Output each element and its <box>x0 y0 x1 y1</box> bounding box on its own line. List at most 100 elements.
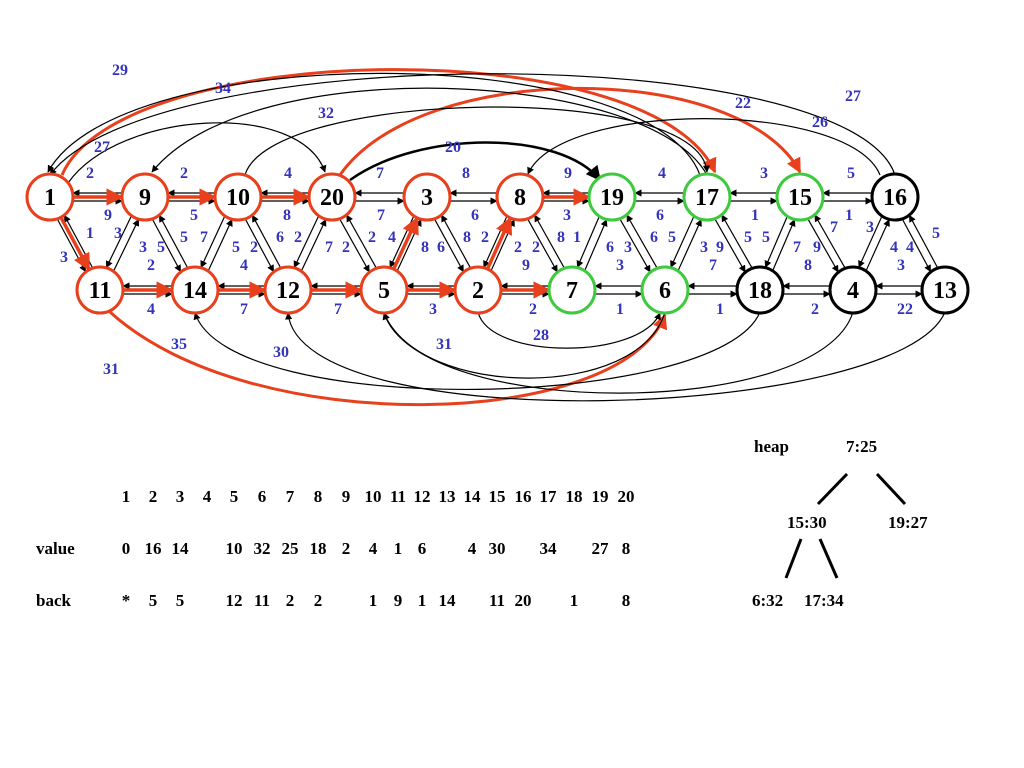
edge-weight-label: 5 <box>744 229 752 246</box>
edge-weight-label: 7 <box>377 207 385 224</box>
edge-weight-label: 26 <box>812 114 828 131</box>
edge-weight-label: 22 <box>897 301 913 318</box>
table-value-cell: 16 <box>145 539 162 558</box>
tree-edge <box>485 216 513 270</box>
edge-weight-label: 35 <box>171 336 187 353</box>
heap-node: 17:34 <box>804 591 844 610</box>
edge-weight-label: 1 <box>573 229 581 246</box>
graph-node-19 <box>587 172 637 222</box>
edge-weight-label: 30 <box>273 344 289 361</box>
table-index-cell: 19 <box>592 487 609 506</box>
edge-arrow <box>534 214 565 269</box>
table-back-cell: 2 <box>286 591 295 610</box>
heap-edge <box>816 472 849 506</box>
table-back-cell: 8 <box>622 591 631 610</box>
table-value-cell: 32 <box>254 539 271 558</box>
graph-node-13 <box>920 265 970 315</box>
table-index-cell: 4 <box>203 487 212 506</box>
graph-node-10 <box>213 172 263 222</box>
curved-edge <box>382 311 854 394</box>
edge-weight-label: 6 <box>276 229 284 246</box>
edge-weight-label: 2 <box>368 229 376 246</box>
edge-weight-label: 6 <box>606 239 614 256</box>
edge-weight-label: 1 <box>751 207 759 224</box>
edge-weight-label: 31 <box>436 336 452 353</box>
edge-arrow <box>346 214 377 269</box>
edge-arrow <box>251 214 282 269</box>
table-back-cell: 1 <box>570 591 579 610</box>
edge-arrow <box>807 218 839 273</box>
curved-edge <box>151 87 708 176</box>
edge-arrow <box>200 215 226 269</box>
table-value-cell: 25 <box>282 539 299 558</box>
table-index-cell: 7 <box>286 487 295 506</box>
back-row-label: back <box>36 591 72 610</box>
edge-weight-label: 31 <box>103 361 119 378</box>
graph-node-label: 19 <box>600 185 624 211</box>
table-back-cell: 1 <box>418 591 427 610</box>
edge-weight-label: 6 <box>650 229 658 246</box>
graph-node-20 <box>307 172 357 222</box>
edge-weight-label: 4 <box>284 165 292 182</box>
edge-arrow <box>300 218 327 272</box>
edge-arrow <box>670 216 695 269</box>
graph-node-7 <box>547 265 597 315</box>
edge-weight-label: 22 <box>735 95 751 112</box>
edge-arrow <box>677 218 702 271</box>
edge-weight-label: 5 <box>668 229 676 246</box>
table-index-cell: 20 <box>618 487 635 506</box>
edge-arrow <box>584 219 608 271</box>
graph-node-3 <box>402 172 452 222</box>
edge-weight-label: 7 <box>830 219 838 236</box>
graph-node-label: 11 <box>89 278 112 304</box>
curved-edge <box>338 86 802 176</box>
edge-arrow <box>339 218 370 273</box>
edge-weight-label: 7 <box>200 229 208 246</box>
edge-arrow <box>814 214 846 269</box>
edge-weight-label: 3 <box>760 165 768 182</box>
heap-label: heap <box>754 437 789 456</box>
table-value-cell: 6 <box>418 539 427 558</box>
table-value-cell: 27 <box>592 539 610 558</box>
graph-node-label: 7 <box>566 278 578 304</box>
edge-arrow <box>293 215 320 269</box>
edge-weight-label: 2 <box>180 165 188 182</box>
edge-weight-label: 8 <box>557 229 565 246</box>
table-index-cell: 8 <box>314 487 323 506</box>
graph-node-label: 4 <box>847 278 859 304</box>
curved-edge <box>349 141 601 182</box>
table-index-cell: 11 <box>390 487 406 506</box>
graph-node-label: 5 <box>378 278 390 304</box>
table-value-cell: 18 <box>310 539 327 558</box>
curved-edge <box>477 311 661 349</box>
table-back-cell: 11 <box>254 591 270 610</box>
graph-node-label: 9 <box>139 185 151 211</box>
graph-node-label: 3 <box>421 185 433 211</box>
edge-weight-label: 7 <box>709 257 717 274</box>
edge-weight-label: 7 <box>334 301 342 318</box>
table-index-cell: 2 <box>149 487 158 506</box>
edge-weight-label: 3 <box>429 301 437 318</box>
heap-node: 19:27 <box>888 513 928 532</box>
edge-weight-label: 1 <box>86 225 94 242</box>
edge-weight-label: 3 <box>139 239 147 256</box>
graph-node-label: 16 <box>883 185 907 211</box>
graph-node-17 <box>682 172 732 222</box>
heap-tree: heap 7:25 15:30 19:27 6:32 17:34 <box>752 437 928 610</box>
edge-weight-label: 5 <box>847 165 855 182</box>
curved-edge <box>244 106 711 176</box>
graph-node-label: 20 <box>320 185 344 211</box>
graph-node-label: 12 <box>276 278 300 304</box>
edge-weight-label: 3 <box>700 239 708 256</box>
edge-weight-label: 27 <box>94 139 110 156</box>
edge-weight-label: 4 <box>147 301 155 318</box>
edge-arrow <box>441 214 471 269</box>
edge-weight-label: 5 <box>180 229 188 246</box>
table-value-cell: 10 <box>226 539 243 558</box>
graph-node-5 <box>359 265 409 315</box>
graph-node-label: 8 <box>514 185 526 211</box>
graph-node-label: 17 <box>695 185 719 211</box>
edge-arrow <box>764 216 788 268</box>
